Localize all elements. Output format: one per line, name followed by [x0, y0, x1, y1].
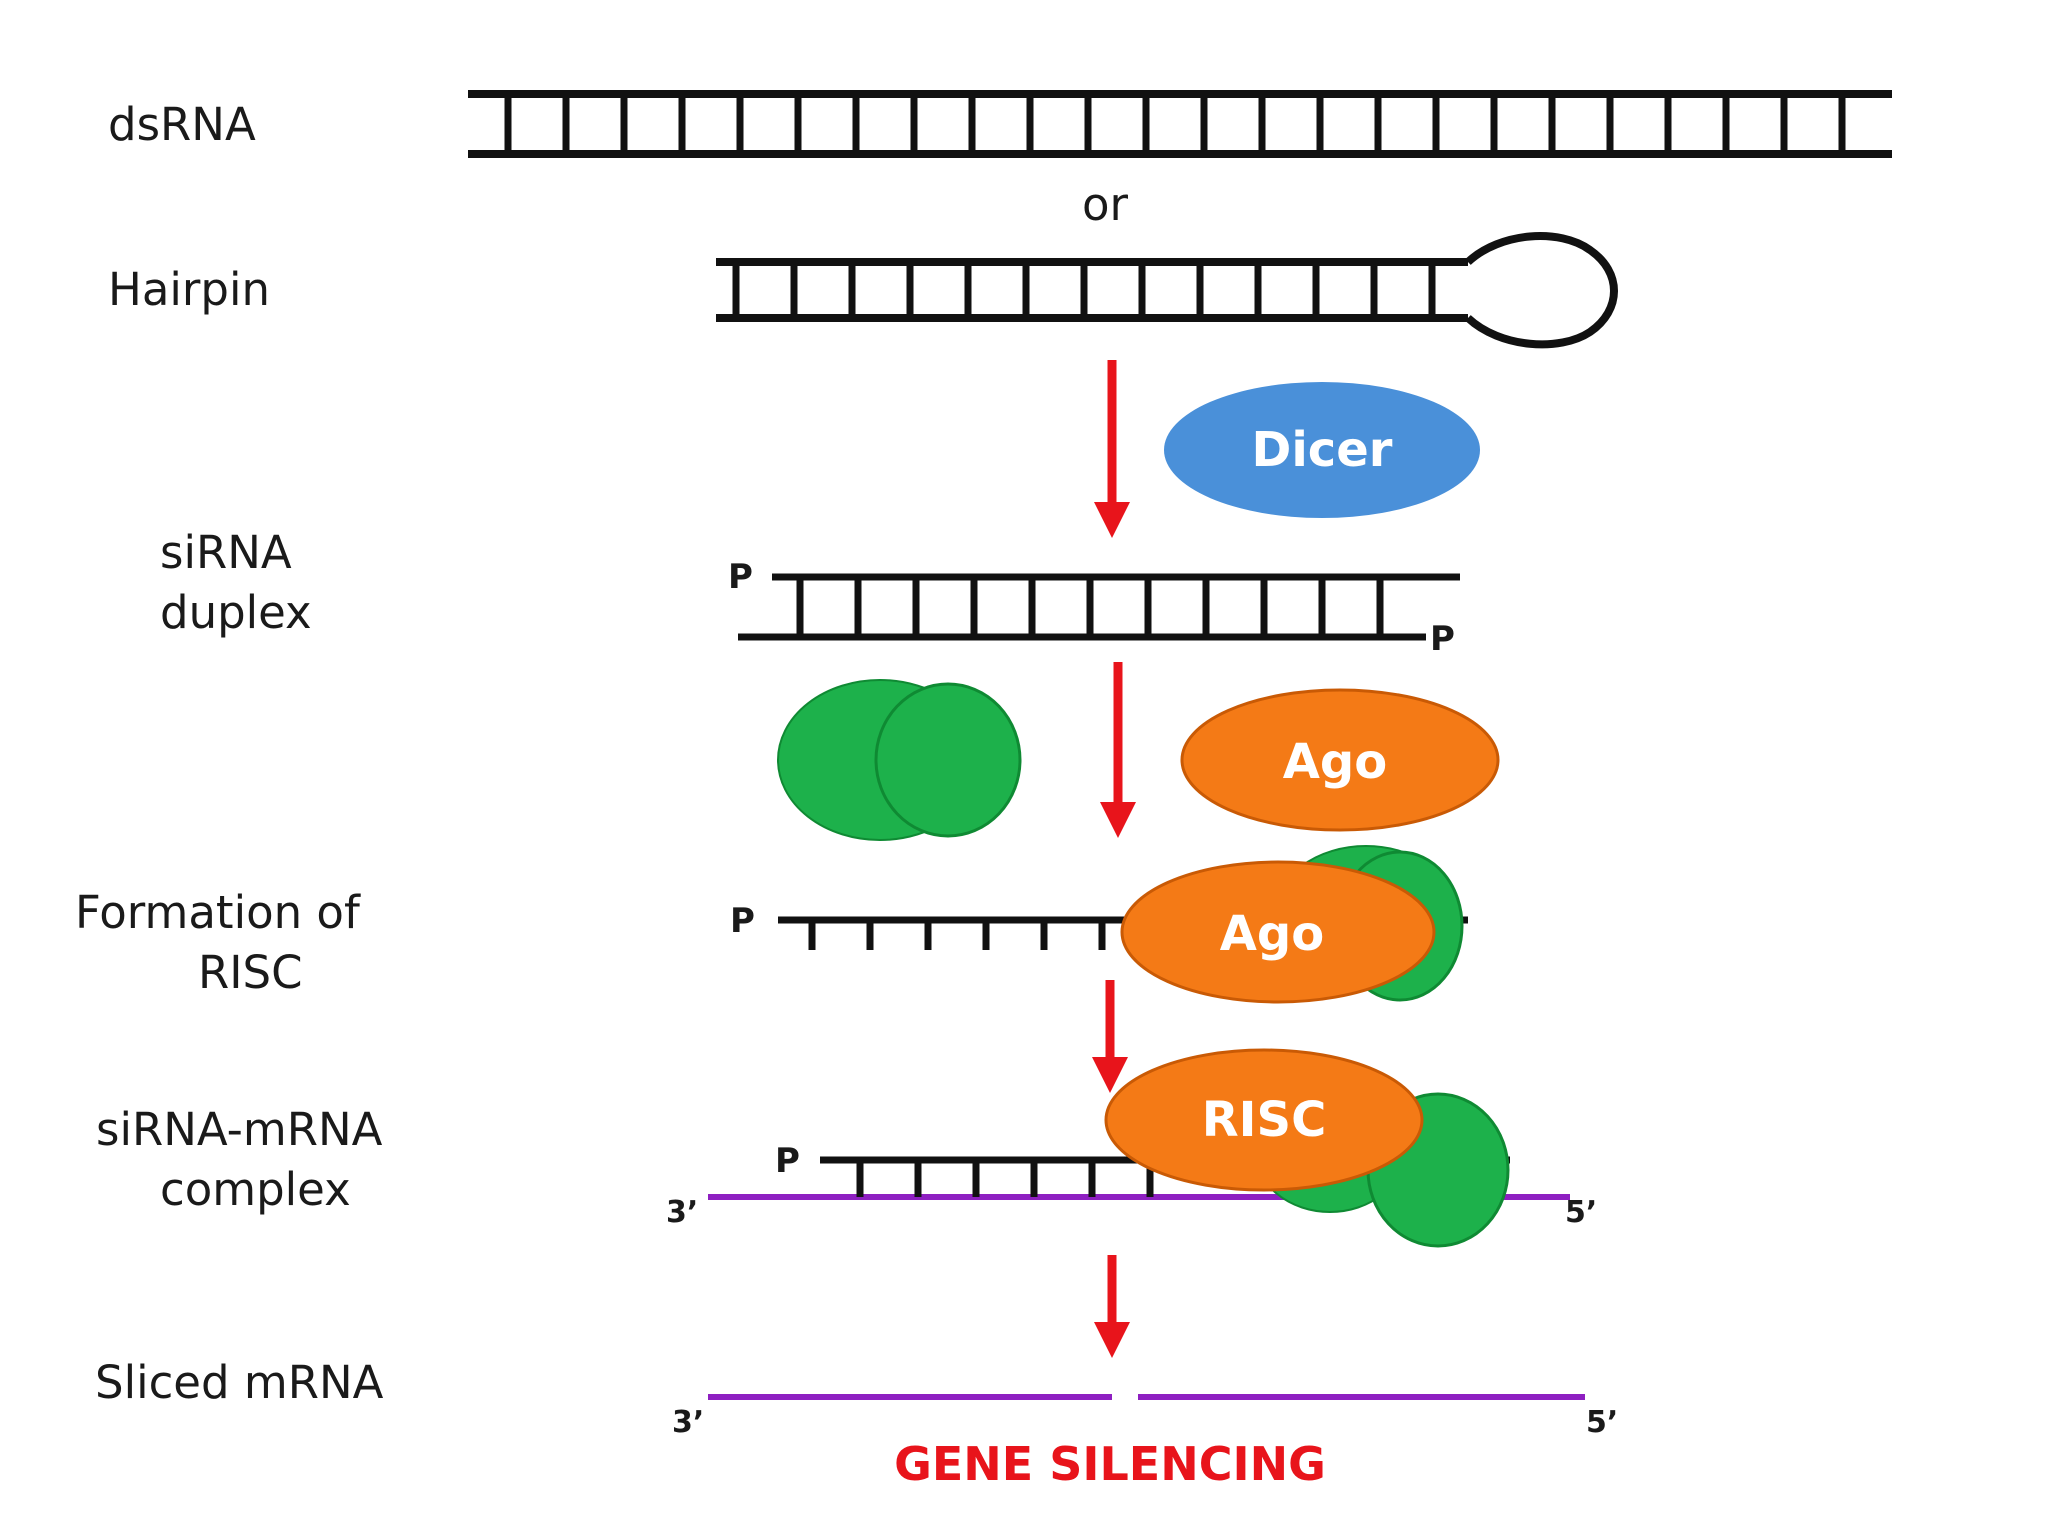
hairpin-strand — [716, 232, 1618, 349]
partner-protein — [777, 679, 1022, 841]
three-prime-label-complex: 3’ — [666, 1195, 698, 1230]
label-hairpin: Hairpin — [108, 263, 270, 316]
ago-bound-protein — [1120, 860, 1436, 1004]
label-sirna-duplex-line2: duplex — [160, 586, 312, 639]
hairpin-loop — [1465, 232, 1618, 349]
phosphate-label-sirna-bottom: P — [1430, 619, 1455, 659]
ago-protein — [1180, 688, 1500, 832]
phosphate-label-complex: P — [775, 1141, 800, 1181]
label-sirna-mrna-complex-line1: siRNA-mRNA — [96, 1103, 383, 1156]
risc-complex — [1104, 1048, 1424, 1192]
label-sirna-mrna-complex-line2: complex — [160, 1163, 351, 1216]
dicer-enzyme — [1164, 382, 1480, 518]
three-prime-label-sliced: 3’ — [672, 1405, 704, 1440]
sirna-duplex — [738, 573, 1460, 641]
phosphate-label-sirna-top: P — [728, 557, 753, 597]
dicer-label: Dicer — [1252, 422, 1393, 478]
ago-bound-label: Ago — [1220, 906, 1324, 962]
gene-silencing-label: GENE SILENCING — [894, 1437, 1326, 1491]
label-sirna-duplex-line1: siRNA — [160, 526, 292, 579]
label-risc-formation-line2: RISC — [198, 946, 303, 999]
risc-label: RISC — [1202, 1092, 1327, 1148]
dsrna-strand — [468, 90, 1892, 158]
phosphate-label-risc: P — [730, 901, 755, 941]
ago-label: Ago — [1283, 734, 1387, 790]
label-risc-formation-line1: Formation of — [75, 886, 361, 939]
five-prime-label-sliced: 5’ — [1586, 1405, 1618, 1440]
label-sliced-mrna: Sliced mRNA — [95, 1356, 384, 1409]
five-prime-label-complex: 5’ — [1565, 1195, 1597, 1230]
label-dsrna: dsRNA — [108, 98, 256, 151]
label-or: or — [1082, 178, 1129, 231]
